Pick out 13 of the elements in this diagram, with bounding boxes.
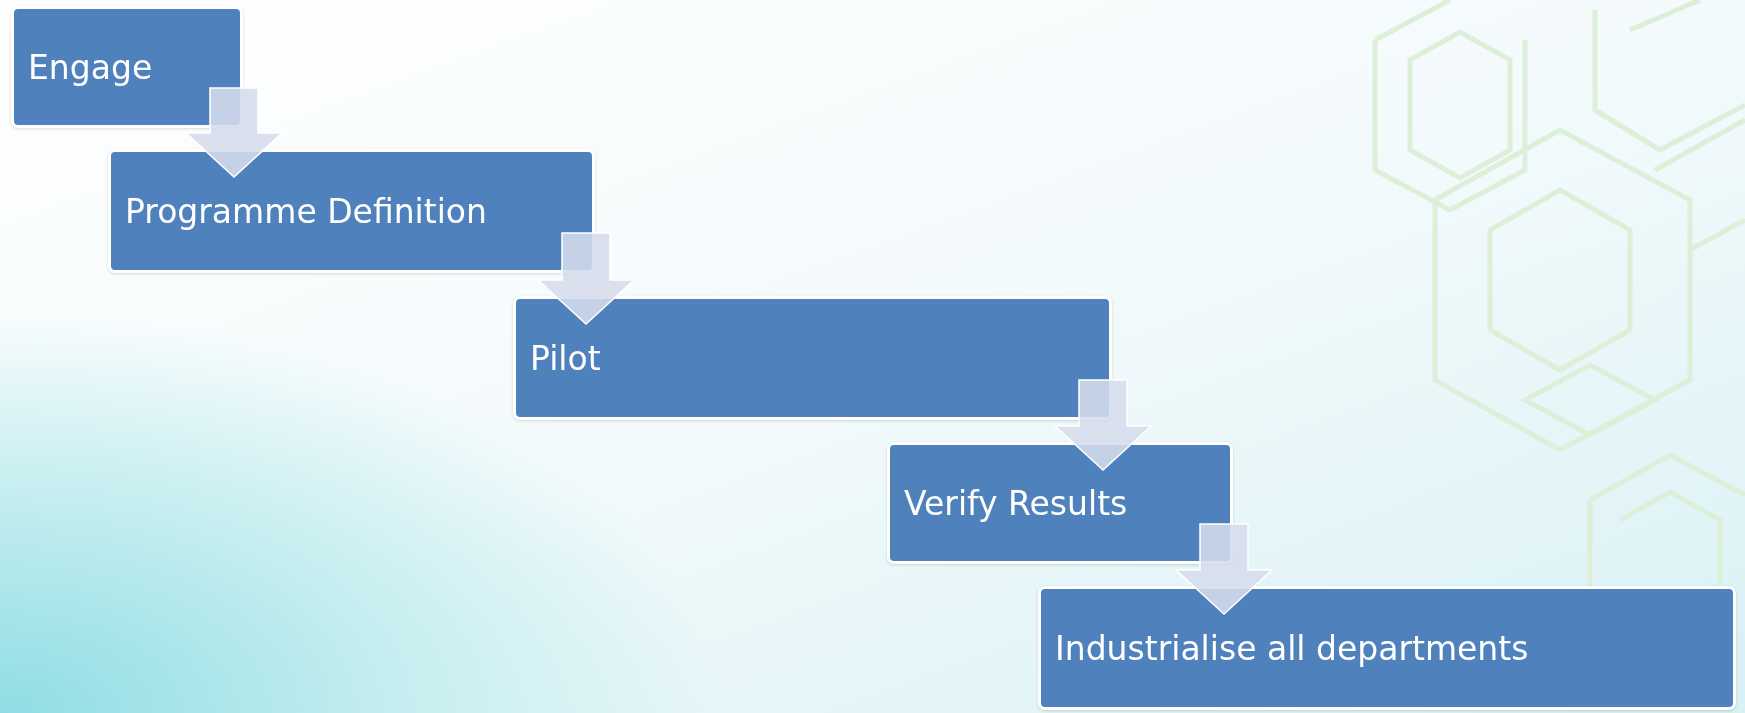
step-label: Pilot bbox=[530, 338, 601, 378]
step-label: Engage bbox=[28, 47, 153, 87]
step-label: Verify Results bbox=[904, 483, 1128, 523]
block-arrow bbox=[1174, 523, 1274, 615]
step-label: Industrialise all departments bbox=[1055, 628, 1529, 668]
process-box bbox=[1038, 586, 1736, 710]
process-box bbox=[513, 296, 1112, 420]
process-box bbox=[887, 442, 1233, 564]
step-label: Programme Definition bbox=[125, 191, 487, 231]
block-arrow bbox=[1053, 379, 1153, 471]
process-box bbox=[108, 149, 595, 273]
process-box bbox=[11, 6, 243, 128]
block-arrow bbox=[536, 232, 636, 325]
